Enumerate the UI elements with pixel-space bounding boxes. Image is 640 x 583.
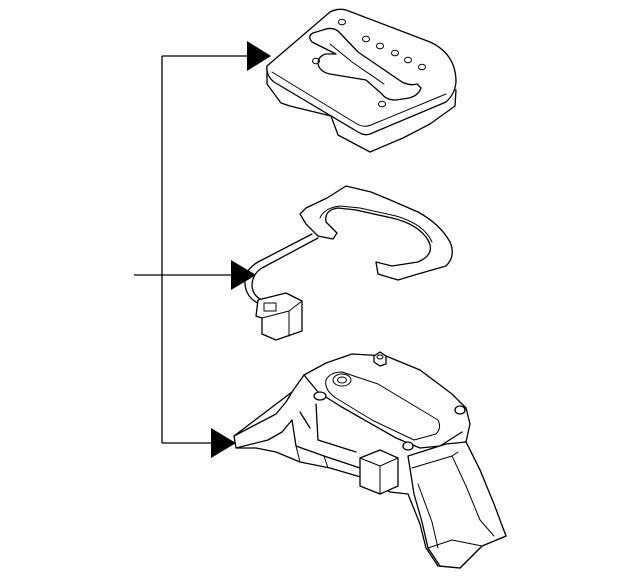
arrowhead-top — [247, 41, 271, 71]
harness-wire-outer — [251, 237, 319, 301]
indicator-hole-7 — [312, 57, 320, 65]
indicator-hole-2 — [362, 35, 370, 43]
harness-wire — [244, 233, 313, 307]
indicator-hole-3 — [376, 42, 384, 50]
base-gate-tower-edge — [417, 483, 439, 549]
indicator-hole-8 — [378, 100, 386, 108]
indicator-hole-4 — [391, 49, 399, 57]
harness-connector — [255, 292, 303, 341]
base-boss-front — [402, 441, 414, 451]
indicator-hole-5 — [404, 56, 412, 64]
indicator-harness — [244, 185, 453, 341]
shift-gate-slot — [309, 27, 422, 101]
base-pivot-hole — [332, 373, 352, 387]
harness-connector-latch — [263, 302, 277, 312]
base-connector-block — [359, 449, 399, 495]
indicator-hole-6 — [418, 63, 426, 71]
arrowhead-middle — [231, 260, 256, 290]
base-gate-tower-face — [411, 451, 495, 549]
callout-bracket — [134, 41, 271, 458]
indicator-plate — [299, 185, 453, 281]
base-boss-left — [313, 391, 327, 401]
base-front-wall — [291, 403, 361, 469]
arrowhead-bottom — [211, 428, 236, 458]
base-rib-1 — [295, 445, 329, 469]
indicator-hole-1 — [338, 18, 346, 26]
cover-top-bevel — [271, 71, 447, 127]
base-left-flange — [233, 391, 293, 449]
base-connector-block-face — [359, 457, 399, 495]
shifter-base-housing — [233, 351, 507, 569]
base-pivot-hole-inner — [337, 376, 347, 384]
shift-gate-inner — [329, 43, 385, 85]
base-boss-right — [454, 405, 466, 415]
harness-connector-face — [261, 300, 303, 337]
base-gate-tower — [407, 441, 507, 569]
shift-indicator-cover — [266, 8, 457, 153]
base-boss-top-hole — [376, 354, 384, 360]
base-top-plate-raised — [325, 371, 441, 441]
indicator-plate-inner-edge — [319, 205, 433, 243]
